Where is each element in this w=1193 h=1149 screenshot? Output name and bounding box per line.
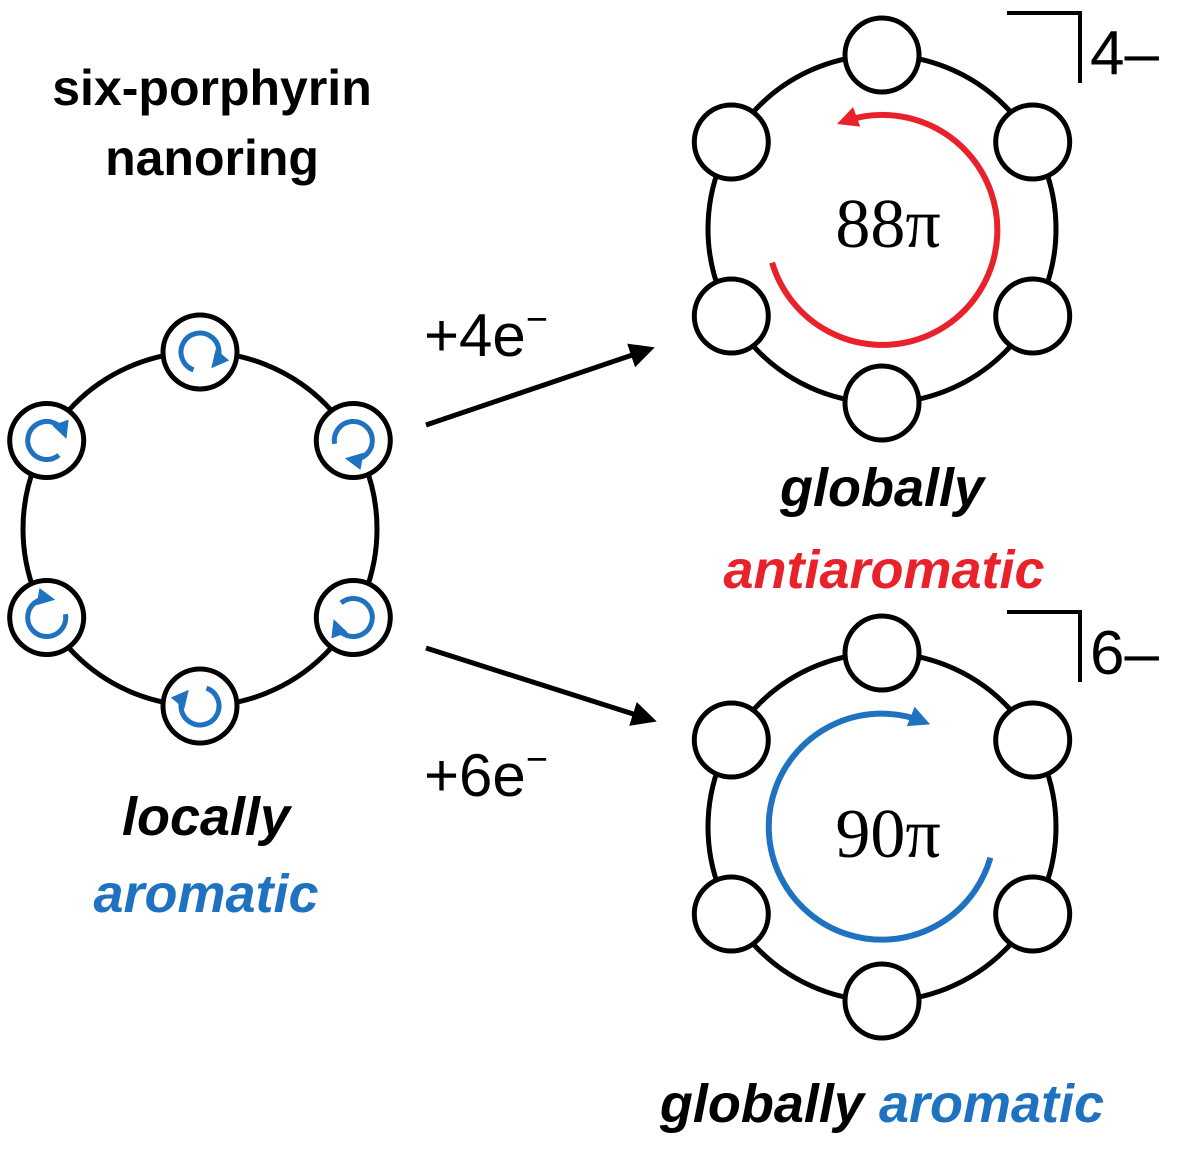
upper-ring-current-arrow <box>769 107 1001 348</box>
upper-nanoring: 88π <box>691 15 1073 443</box>
upper-label-globally: globally <box>779 458 987 518</box>
upper-porphyrin-6 <box>691 102 771 182</box>
lower-porphyrins <box>691 613 1073 1041</box>
arrow-to-4e <box>425 343 655 428</box>
reduction-label-4e: +4e− <box>424 299 548 369</box>
upper-porphyrin-4 <box>842 363 922 443</box>
left-local-current-6 <box>25 419 69 462</box>
left-nanoring <box>7 312 393 746</box>
title-line-2: nanoring <box>105 130 319 186</box>
lower-label-globally: globally <box>659 1074 867 1134</box>
lower-porphyrin-2 <box>993 700 1073 780</box>
lower-label-aromatic: aromatic <box>879 1074 1104 1134</box>
upper-charge: 4– <box>1090 19 1159 88</box>
left-local-current-1 <box>178 330 230 373</box>
title-line-1: six-porphyrin <box>52 60 371 116</box>
lower-porphyrin-6 <box>691 700 771 780</box>
lower-porphyrin-3 <box>993 874 1073 954</box>
lower-porphyrin-5 <box>691 874 771 954</box>
left-local-current-2 <box>331 419 375 470</box>
left-porphyrins <box>7 312 393 746</box>
reduction-label-6e: +6e− <box>424 739 548 809</box>
lower-charge: 6– <box>1090 619 1159 688</box>
left-porphyrin-5 <box>7 578 87 657</box>
upper-electron-count: 88π <box>835 186 940 263</box>
upper-porphyrins <box>691 15 1073 443</box>
left-label-locally: locally <box>122 787 293 847</box>
lower-porphyrin-4 <box>842 961 922 1041</box>
left-local-current-4 <box>170 685 222 728</box>
upper-porphyrin-1 <box>842 15 922 95</box>
left-porphyrin-6 <box>7 401 87 480</box>
upper-porphyrin-3 <box>993 276 1073 356</box>
left-porphyrin-4 <box>160 666 240 746</box>
upper-charge-bracket <box>1007 11 1082 83</box>
lower-ring-current-arrow <box>765 706 994 943</box>
upper-porphyrin-2 <box>993 102 1073 182</box>
lower-label: globally aromatic <box>659 1074 1104 1134</box>
upper-porphyrin-5 <box>691 276 771 356</box>
lower-porphyrin-1 <box>842 613 922 693</box>
arrow-to-6e <box>425 645 657 726</box>
lower-electron-count: 90π <box>835 796 940 873</box>
lower-charge-bracket <box>1007 610 1082 682</box>
left-label-aromatic: aromatic <box>93 864 318 924</box>
left-local-current-3 <box>331 596 375 639</box>
left-porphyrin-1 <box>160 312 240 392</box>
left-ring-backbone <box>20 349 380 709</box>
left-local-current-5 <box>25 588 69 639</box>
lower-nanoring: 90π <box>691 613 1073 1041</box>
left-porphyrin-3 <box>313 578 393 657</box>
upper-label-antiaromatic: antiaromatic <box>723 540 1044 600</box>
left-porphyrin-2 <box>313 401 393 480</box>
